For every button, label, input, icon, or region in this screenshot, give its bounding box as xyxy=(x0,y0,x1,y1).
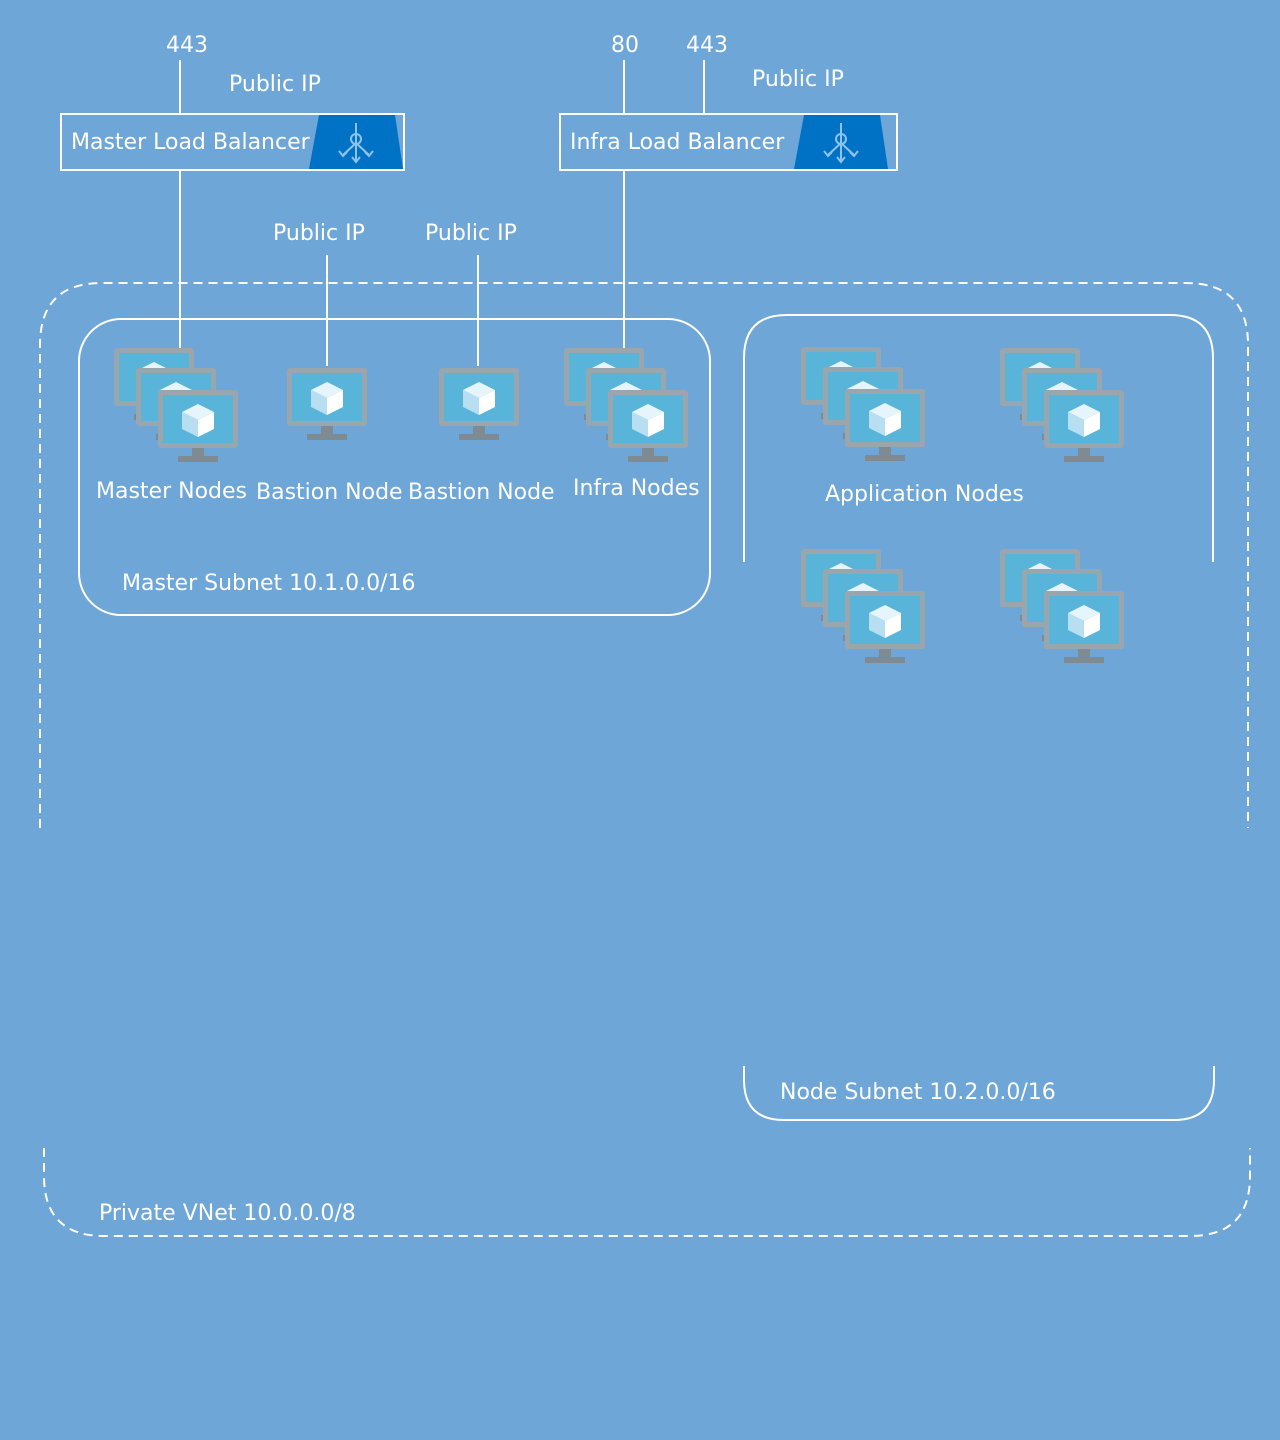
infra-load-balancer-label: Infra Load Balancer xyxy=(570,130,785,155)
master-nodes-vm-icon[interactable] xyxy=(114,348,238,462)
bastion-2-public-ip: Public IP xyxy=(425,221,517,246)
load-balancer-icon xyxy=(308,114,404,170)
node-subnet-label: Node Subnet 10.2.0.0/16 xyxy=(780,1080,1056,1105)
private-vnet-boundary xyxy=(39,282,1251,1237)
bastion-node-1-vm-icon[interactable] xyxy=(287,368,367,440)
master-lb-public-ip: Public IP xyxy=(229,72,321,97)
bastion-node-1-label: Bastion Node xyxy=(256,480,403,505)
master-subnet-label: Master Subnet 10.1.0.0/16 xyxy=(122,571,415,596)
infra-nodes-vm-icon[interactable] xyxy=(564,348,688,462)
master-port-443: 443 xyxy=(166,33,208,58)
master-load-balancer-label: Master Load Balancer xyxy=(71,130,311,155)
master-nodes-label: Master Nodes xyxy=(96,479,247,504)
application-nodes-label: Application Nodes xyxy=(825,482,1024,507)
infra-nodes-label: Infra Nodes xyxy=(573,476,700,501)
application-nodes-vm-icon[interactable] xyxy=(801,549,925,663)
bastion-node-2-label: Bastion Node xyxy=(408,480,555,505)
load-balancer-icon xyxy=(793,114,889,170)
infra-lb-public-ip: Public IP xyxy=(752,67,844,92)
infra-load-balancer[interactable]: Infra Load Balancer xyxy=(559,113,898,171)
bastion-node-2-vm-icon[interactable] xyxy=(439,368,519,440)
application-nodes-vm-icon[interactable] xyxy=(1000,348,1124,462)
node-subnet-boundary xyxy=(743,314,1215,1121)
master-subnet-box xyxy=(78,318,711,616)
master-load-balancer[interactable]: Master Load Balancer xyxy=(60,113,405,171)
infra-port-443: 443 xyxy=(686,33,728,58)
private-vnet-label: Private VNet 10.0.0.0/8 xyxy=(99,1201,356,1226)
application-nodes-vm-icon[interactable] xyxy=(801,347,925,461)
application-nodes-vm-icon[interactable] xyxy=(1000,549,1124,663)
infra-port-80: 80 xyxy=(611,33,639,58)
bastion-1-public-ip: Public IP xyxy=(273,221,365,246)
